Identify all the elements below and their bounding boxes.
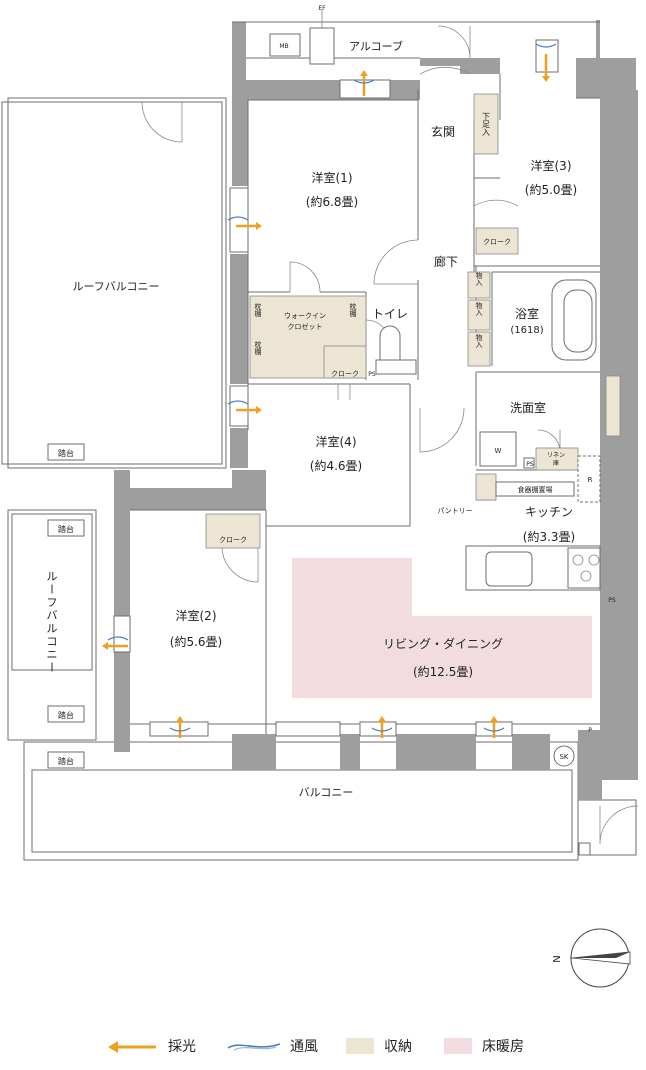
north-label: N	[552, 955, 563, 962]
roof-balcony-v-1: ー	[45, 584, 58, 595]
steps	[47, 443, 85, 769]
mb-label: MB	[279, 43, 288, 50]
shoe-label: 下足入	[482, 112, 491, 136]
sk-label: SK	[559, 753, 568, 761]
kitchen-size: (約3.3畳)	[523, 529, 575, 544]
washer-label: W	[495, 447, 502, 455]
roof-balcony-upper	[1, 97, 227, 469]
closet-wic-label: クローク	[331, 370, 359, 378]
fridge-label: R	[588, 476, 593, 484]
bath-size: (1618)	[510, 325, 543, 336]
roof-balcony-label: ルーフバルコニー	[72, 280, 159, 293]
ps-label-2: PS	[526, 461, 534, 468]
wic-label-2: クロゼット	[288, 322, 323, 331]
step-label-4: 踏台	[58, 756, 74, 766]
shelf-label-1: 枕棚	[254, 302, 262, 318]
ef-label: EF	[318, 5, 326, 12]
roof-balcony-vertical-label: ル ー フ バ ル コ ニ ー	[45, 570, 58, 673]
legend: 採光 通風 収納 床暖房	[0, 1030, 646, 1060]
roof-balcony-v-7: ー	[45, 662, 58, 673]
roof-balcony-v-0: ル	[47, 570, 58, 583]
entrance-label: 玄関	[431, 124, 455, 139]
roof-balcony-lower	[7, 509, 97, 741]
shelf-label-2: 枕棚	[349, 302, 357, 318]
linen-label-2: 庫	[553, 459, 559, 467]
windows	[113, 39, 559, 737]
balcony-area	[23, 741, 637, 861]
doors	[141, 25, 639, 845]
labels: EF MB アルコーブ 玄関 下足入 洋室(1) (約6.8畳) 洋室(3) (…	[45, 5, 616, 963]
room2-name: 洋室(2)	[176, 608, 217, 623]
roof-balcony-v-2: フ	[47, 596, 58, 609]
living-name: リビング・ダイニング	[383, 636, 503, 651]
roof-balcony-v-5: コ	[47, 635, 58, 648]
pantry-label: パントリー	[437, 507, 472, 515]
closet2-label: クローク	[219, 536, 247, 544]
step-label-3: 踏台	[58, 710, 74, 720]
bath-label: 浴室	[515, 306, 539, 321]
dish-shelf-label: 食器棚置場	[518, 485, 553, 494]
fixtures	[269, 10, 601, 767]
ps-label-3: PS	[608, 597, 616, 604]
compass-rose	[570, 928, 631, 988]
room4-name: 洋室(4)	[316, 434, 357, 449]
roof-balcony-v-3: バ	[47, 609, 58, 622]
storage-areas	[205, 93, 621, 589]
step-label-2: 踏台	[58, 524, 74, 534]
roof-balcony-v-4: ル	[47, 622, 58, 635]
room3-size: (約5.0畳)	[525, 182, 577, 197]
storage-label-1: 物入	[475, 271, 483, 286]
light-arrows	[102, 54, 550, 738]
room4-size: (約4.6畳)	[310, 458, 362, 473]
room3-name: 洋室(3)	[531, 158, 572, 173]
wind-icon	[227, 1043, 281, 1051]
storage-label-2: 物入	[475, 301, 483, 316]
room1-name: 洋室(1)	[312, 170, 353, 185]
storage-swatch	[346, 1038, 374, 1054]
room1-size: (約6.8畳)	[306, 194, 358, 209]
wic-label-1: ウォークイン	[284, 312, 326, 320]
roof-balcony-v-6: ニ	[47, 648, 58, 661]
living-size: (約12.5畳)	[413, 664, 473, 679]
storage-label-3: 物入	[475, 333, 483, 348]
wind-marks	[107, 43, 557, 732]
kitchen-label: キッチン	[525, 505, 573, 519]
floor-plan: EF MB アルコーブ 玄関 下足入 洋室(1) (約6.8畳) 洋室(3) (…	[1, 5, 639, 988]
legend-floor-heating-label: 床暖房	[482, 1039, 524, 1055]
toilet-label: トイレ	[372, 307, 408, 321]
floor-heating-area	[292, 558, 592, 698]
alcove-label: アルコーブ	[349, 39, 403, 53]
room2-size: (約5.6畳)	[170, 634, 222, 649]
corridor-label: 廊下	[434, 254, 458, 269]
legend-storage-label: 収納	[384, 1039, 412, 1055]
legend-light-label: 採光	[168, 1039, 196, 1055]
shelf-label-3: 枕棚	[254, 340, 262, 356]
light-arrow-icon	[108, 1041, 156, 1053]
closet3-label: クローク	[483, 238, 511, 246]
legend-wind-label: 通風	[290, 1039, 318, 1055]
p-label: P	[588, 727, 592, 734]
washroom-label: 洗面室	[510, 400, 546, 415]
balcony-label: バルコニー	[299, 786, 354, 799]
floor-heating-swatch	[444, 1038, 472, 1054]
linen-label-1: リネン	[547, 452, 565, 459]
step-label-1: 踏台	[58, 448, 74, 458]
ps-label-1: PS	[368, 371, 376, 378]
